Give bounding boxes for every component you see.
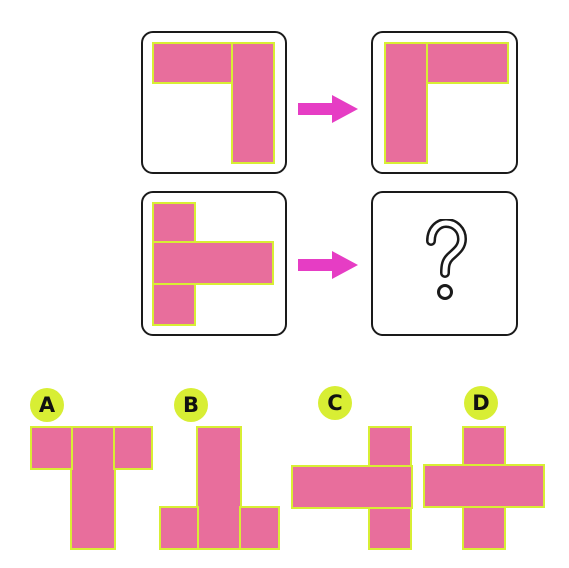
option-a[interactable]: A <box>28 388 158 553</box>
vertical-bar <box>231 42 275 164</box>
option-b-label: B <box>182 392 199 417</box>
arrow-shape <box>298 251 358 279</box>
question-hook-inner <box>428 220 465 276</box>
right-arrow-icon <box>298 251 358 279</box>
horizontal-bar <box>152 241 274 285</box>
left-stub <box>159 506 199 550</box>
horizontal-bar <box>291 465 413 509</box>
horizontal-bar <box>152 42 236 84</box>
question-input-frame <box>141 191 287 336</box>
horizontal-bar <box>425 42 509 84</box>
question-dot-inner <box>440 287 450 297</box>
option-b[interactable]: B <box>158 388 284 553</box>
example-output-frame <box>371 31 518 174</box>
example-input-frame <box>141 31 287 174</box>
option-c-label: C <box>327 390 343 415</box>
option-c-badge: C <box>318 386 352 420</box>
right-stub <box>239 506 280 550</box>
option-d[interactable]: D <box>422 386 548 553</box>
option-b-badge: B <box>174 388 208 422</box>
question-mark-icon <box>426 219 468 300</box>
horizontal-bar <box>423 464 545 508</box>
right-stub <box>113 426 153 470</box>
answer-frame <box>371 191 518 336</box>
tall-bar <box>196 426 242 550</box>
option-d-label: D <box>472 390 490 415</box>
option-d-badge: D <box>464 386 498 420</box>
left-stub <box>30 426 73 470</box>
option-c[interactable]: C <box>290 386 418 553</box>
option-a-label: A <box>38 392 56 417</box>
right-arrow-icon <box>298 95 358 123</box>
arrow-shape <box>298 95 358 123</box>
tall-bar <box>70 426 116 550</box>
option-a-badge: A <box>30 388 64 422</box>
vertical-bar <box>384 42 428 164</box>
